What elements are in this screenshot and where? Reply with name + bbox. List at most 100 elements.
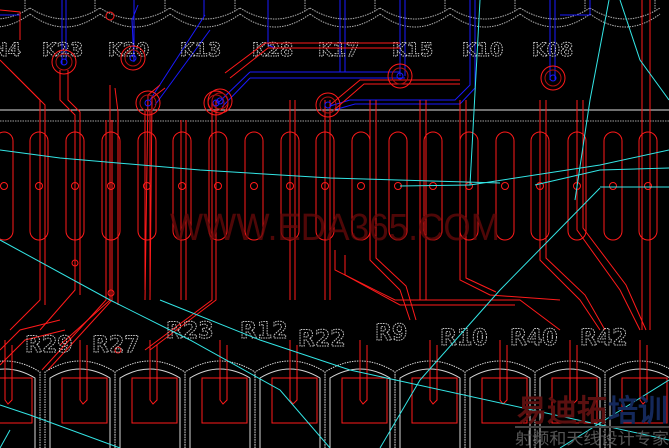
connector-pad[interactable] [114, 340, 186, 448]
via[interactable] [207, 88, 233, 114]
top-trace[interactable] [39, 70, 76, 331]
via[interactable] [120, 45, 146, 71]
oval-pad[interactable] [29, 131, 49, 241]
small-via[interactable] [107, 289, 115, 297]
top-trace[interactable] [47, 120, 113, 371]
via-annular [55, 53, 73, 71]
bottom-trace[interactable] [267, 0, 276, 49]
via-drill [144, 99, 152, 107]
oval-pad[interactable] [603, 131, 623, 241]
pad-copper [341, 377, 388, 424]
ratsnest-line [0, 239, 331, 448]
oval-pad[interactable] [495, 131, 515, 241]
watermark-url: WWW.EDA365.COM [170, 207, 500, 249]
bottom-trace[interactable] [221, 77, 251, 108]
connector-pad[interactable] [254, 340, 326, 448]
via[interactable] [540, 65, 566, 91]
top-refdes-labels: N4K23K20K13K28K17K15K10K08 [0, 39, 574, 62]
bottom-trace[interactable] [131, 4, 139, 63]
pad-trace-entry [569, 340, 578, 405]
ratsnest-line [469, 0, 481, 186]
top-trace[interactable] [459, 100, 561, 301]
top-trace[interactable] [149, 87, 166, 301]
connector-pad[interactable] [534, 340, 606, 448]
top-trace[interactable] [0, 319, 61, 351]
pad-copper [201, 377, 248, 424]
top-layer-traces[interactable] [0, 0, 651, 371]
via-drill [60, 58, 68, 66]
top-trace[interactable] [582, 100, 647, 331]
oval-pad[interactable] [0, 131, 14, 241]
pad-trace-entry [4, 340, 13, 405]
bottom-refdes-label: R12 [240, 319, 288, 344]
oval-pad[interactable] [101, 131, 121, 241]
top-trace[interactable] [329, 79, 460, 106]
ratsnest-line [534, 167, 669, 186]
pad-copper [271, 377, 318, 424]
pad-copper [411, 377, 458, 424]
bottom-pad-row[interactable] [0, 340, 669, 448]
top-trace[interactable] [9, 69, 46, 305]
ratsnest-line [0, 404, 121, 448]
pad-drill [357, 182, 365, 190]
ratsnest-line [399, 184, 471, 187]
top-trace[interactable] [0, 329, 66, 366]
small-via[interactable] [105, 11, 115, 21]
ratsnest-line [619, 0, 669, 101]
via-drill [396, 72, 404, 80]
pad-copper [0, 377, 33, 424]
pad-trace-entry [359, 340, 368, 405]
via-drill [549, 74, 557, 82]
connector-pad[interactable] [464, 340, 536, 448]
top-trace[interactable] [539, 100, 601, 331]
pad-trace-entry [79, 340, 88, 405]
top-trace[interactable] [67, 70, 81, 295]
top-trace[interactable] [465, 100, 497, 293]
small-via[interactable] [114, 346, 122, 354]
top-trace[interactable] [149, 100, 217, 351]
bottom-trace[interactable] [217, 71, 251, 104]
top-trace[interactable] [333, 83, 460, 111]
top-trace[interactable] [576, 100, 641, 331]
oval-pad-row[interactable] [0, 131, 658, 241]
pad-drill [35, 182, 43, 190]
top-trace[interactable] [114, 87, 119, 305]
connector-pad[interactable] [184, 340, 256, 448]
bottom-refdes-label: R29 [25, 333, 73, 358]
top-trace[interactable] [224, 42, 400, 74]
small-via[interactable] [71, 259, 79, 267]
connector-pad[interactable] [0, 340, 41, 448]
via[interactable] [315, 92, 341, 118]
via-drill [324, 101, 332, 109]
top-trace[interactable] [144, 100, 213, 351]
oval-pad[interactable] [244, 131, 264, 241]
top-refdes-label: K15 [392, 39, 433, 61]
top-refdes-label: K13 [180, 39, 221, 61]
ratsnest-line [0, 149, 501, 184]
top-trace[interactable] [545, 100, 606, 331]
via[interactable] [135, 90, 161, 116]
via[interactable] [387, 63, 413, 89]
bottom-trace[interactable] [154, 29, 211, 106]
top-trace[interactable] [0, 9, 21, 40]
bottom-trace[interactable] [560, 0, 591, 16]
oval-pad[interactable] [208, 131, 228, 241]
top-trace[interactable] [229, 47, 400, 79]
bottom-refdes-label: R22 [298, 327, 346, 352]
top-refdes-label: K28 [252, 39, 293, 61]
via-annular [211, 92, 229, 110]
bottom-refdes-label: R10 [440, 326, 488, 351]
top-trace[interactable] [334, 250, 561, 331]
top-trace[interactable] [41, 120, 107, 371]
oval-pad[interactable] [638, 131, 658, 241]
oval-pad[interactable] [172, 131, 192, 241]
top-trace[interactable] [344, 255, 515, 306]
connector-pad[interactable] [324, 340, 396, 448]
ratsnest-line [379, 187, 601, 448]
via-group[interactable] [51, 11, 566, 354]
via-drill [129, 54, 137, 62]
connector-pad[interactable] [44, 340, 116, 448]
via[interactable] [51, 49, 77, 75]
